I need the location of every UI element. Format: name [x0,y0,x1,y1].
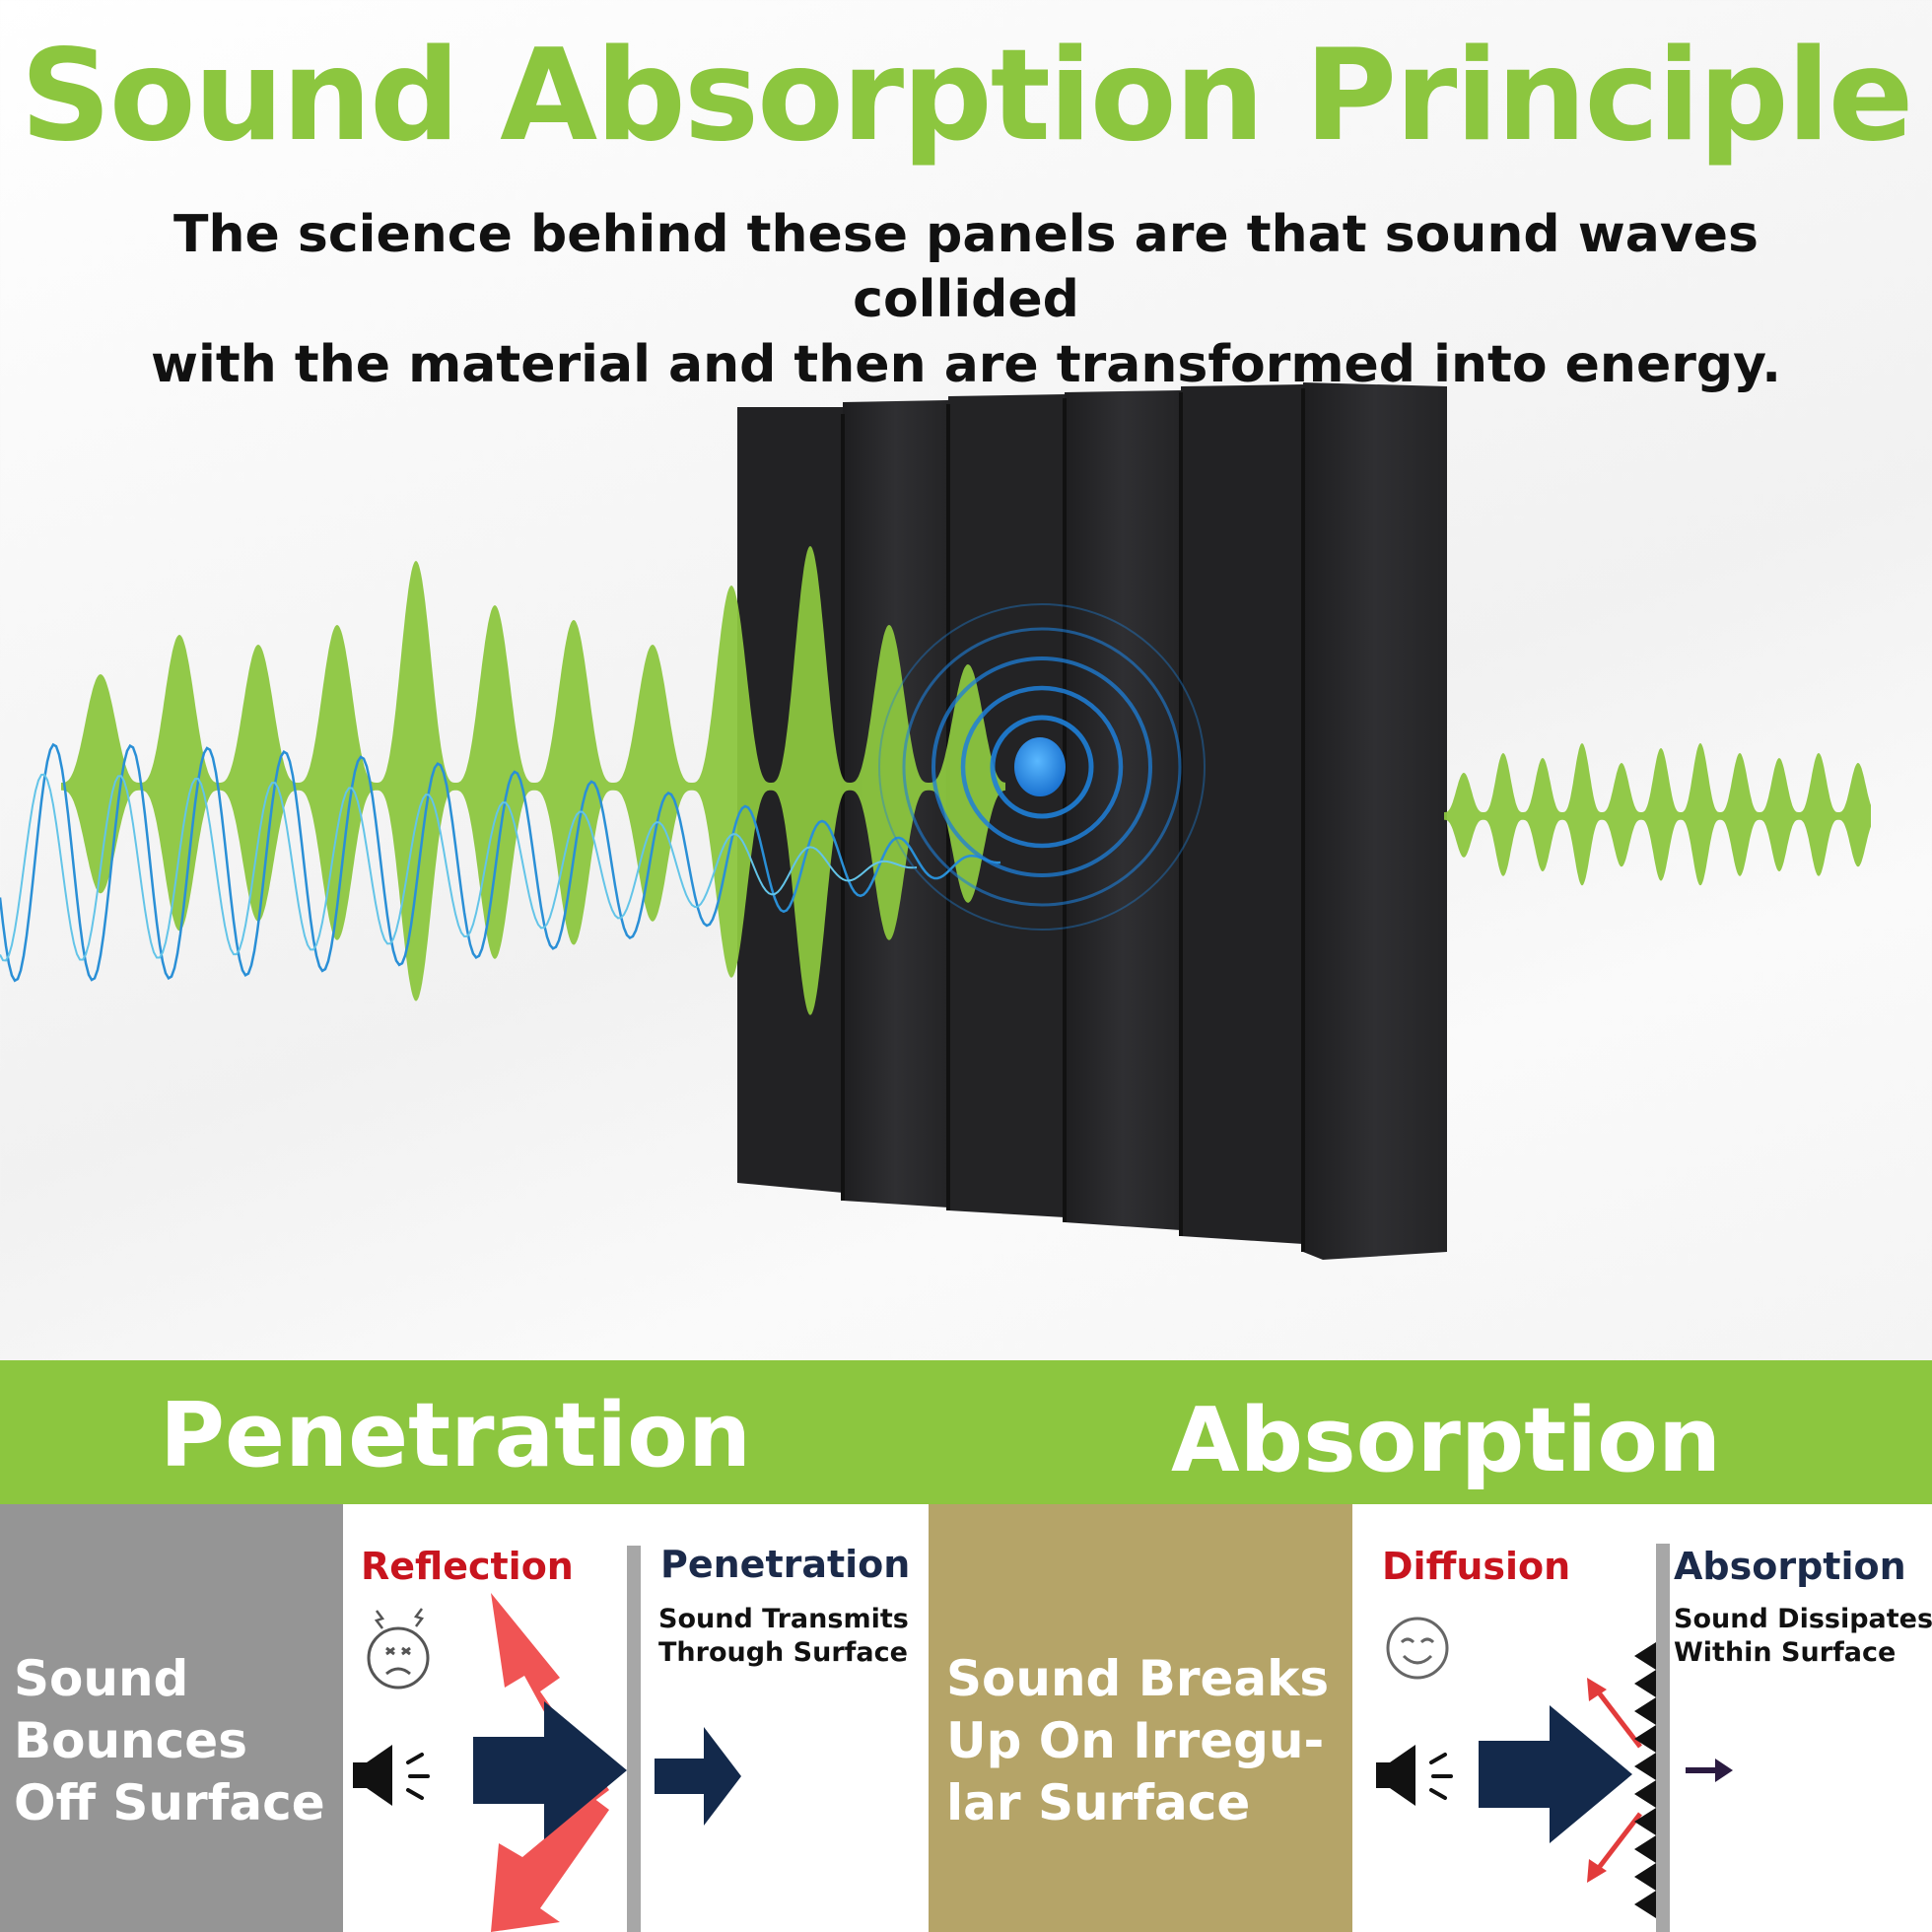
subtitle-line-1: The science behind these panels are that… [173,205,1759,329]
breaks-line-1: Sound Breaks [946,1650,1330,1707]
dissipate-arrow-icon [1686,1759,1733,1782]
penetration-line-2: Through Surface [658,1637,908,1668]
page-title: Sound Absorption Principle [20,23,1914,170]
absorption-heading: Absorption [1674,1545,1906,1588]
impact-ripples [878,603,1206,931]
breaks-line-3: lar Surface [946,1774,1251,1831]
penetration-line-1: Sound Transmits [658,1604,909,1634]
smile-face-icon [1386,1617,1449,1680]
diffusion-absorption-panel: Diffusion Absorption Sound Dissipates Wi… [1352,1504,1932,1932]
speaker-icon [1376,1745,1453,1806]
speaker-icon [353,1745,430,1806]
incoming-thin-wave-alt [0,773,918,962]
band-label-absorption: Absorption [1171,1389,1722,1492]
absorption-line-1: Sound Dissipates [1674,1604,1932,1634]
bounce-caption: Sound Bounces Off Surface [14,1648,325,1834]
wall-surface [627,1546,641,1932]
incoming-sound-wave [61,546,1005,1015]
incoming-thin-wave [0,742,1001,983]
subtitle-line-2: with the material and then are transform… [151,335,1781,394]
bounce-line-3: Off Surface [14,1774,325,1831]
hero-illustration [0,382,1871,1260]
outgoing-sound-wave [1444,743,1871,886]
reflection-penetration-panel: Reflection Penetration Sound Transmits T… [343,1504,929,1932]
penetration-heading: Penetration [660,1543,911,1586]
absorption-description: Sound Dissipates Within Surface [1674,1603,1932,1670]
breaks-caption: Sound Breaks Up On Irregu- lar Surface [946,1648,1329,1834]
arrow-right-icon [1479,1705,1632,1843]
absorption-line-2: Within Surface [1674,1637,1897,1668]
bounce-line-2: Bounces [14,1712,247,1769]
foam-panel [737,382,1447,1260]
bounce-panel: Sound Bounces Off Surface [0,1504,343,1932]
diffusion-heading: Diffusion [1382,1545,1571,1588]
principle-panels: Sound Bounces Off Surface Reflection Pen… [0,1504,1932,1932]
breaks-line-2: Up On Irregu- [946,1712,1325,1769]
arrow-right-icon [473,1701,627,1839]
bounce-line-1: Sound [14,1650,189,1707]
impact-dot [1014,737,1066,796]
reflection-heading: Reflection [361,1545,574,1588]
page-subtitle: The science behind these panels are that… [99,202,1833,397]
irregular-surface [1634,1544,1670,1932]
band-label-penetration: Penetration [160,1384,752,1487]
angry-face-icon [367,1608,430,1690]
breaks-panel: Sound Breaks Up On Irregu- lar Surface [929,1504,1352,1932]
category-band: Penetration Absorption [0,1360,1932,1504]
transmit-arrow-icon [655,1727,741,1826]
diffusion-arrows-icon [1587,1678,1642,1883]
penetration-description: Sound Transmits Through Surface [658,1603,909,1670]
